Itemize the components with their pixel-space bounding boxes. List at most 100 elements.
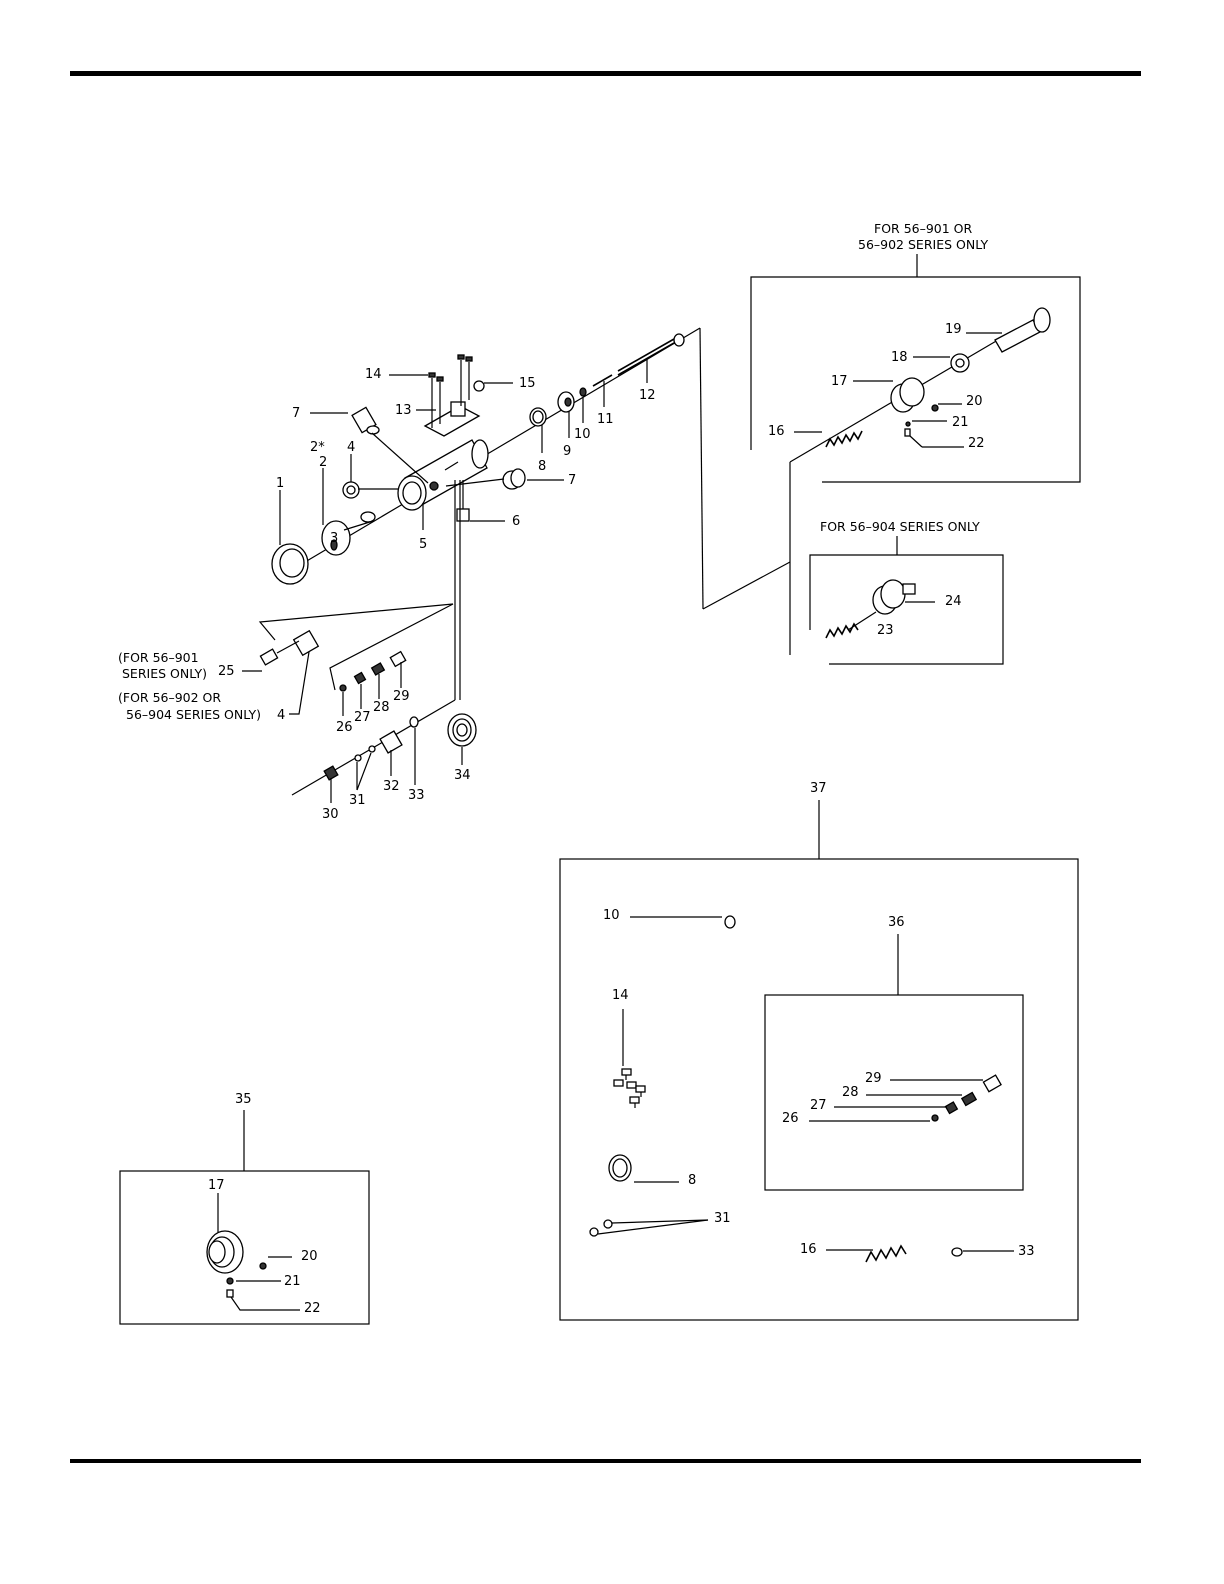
label-part-25: 25 xyxy=(218,664,235,679)
part-4-fitting xyxy=(343,482,359,498)
note-901-only-line2: SERIES ONLY) xyxy=(122,666,207,681)
label-part-28: 28 xyxy=(373,700,390,715)
label-inset-a-22: 22 xyxy=(968,436,985,451)
label-kit-37-33: 33 xyxy=(1018,1244,1035,1259)
part-10-o-ring xyxy=(580,388,586,396)
part-24-knob xyxy=(873,580,915,614)
label-part-29: 29 xyxy=(393,689,410,704)
label-part-9: 9 xyxy=(563,444,571,459)
kit-35-part-20-pin xyxy=(260,1263,266,1269)
label-part-32: 32 xyxy=(383,779,400,794)
adapter-group xyxy=(260,604,453,665)
note-904-line: FOR 56–904 SERIES ONLY xyxy=(820,519,980,534)
label-inset-a-21: 21 xyxy=(952,415,969,430)
label-inset-a-19: 19 xyxy=(945,322,962,337)
label-part-4: 4 xyxy=(347,440,355,455)
kit-36-title: 36 xyxy=(888,915,905,930)
note-902-904-line1: (FOR 56–902 OR xyxy=(118,690,221,705)
part-7-fitting-top xyxy=(352,407,379,434)
label-part-3: 3 xyxy=(330,531,338,546)
label-kit-37-14: 14 xyxy=(612,988,629,1003)
part-20-pin xyxy=(932,405,938,411)
part-13-bracket xyxy=(425,402,479,436)
label-kit-37-16: 16 xyxy=(800,1242,817,1257)
label-kit-37-8: 8 xyxy=(688,1173,696,1188)
kit-35: 35 17 20 21 22 xyxy=(120,1092,369,1324)
kit-35-part-21-ball xyxy=(227,1278,233,1284)
part-6-fitting xyxy=(457,480,469,521)
label-inset-a-18: 18 xyxy=(891,350,908,365)
label-part-2: 2 xyxy=(319,455,327,470)
inset-series-904: FOR 56–904 SERIES ONLY 23 24 xyxy=(810,519,1003,664)
kit-37-part-8-seal-ring xyxy=(609,1155,631,1181)
part-8-seal-ring xyxy=(530,408,546,426)
part-12-fluid-needle xyxy=(618,334,684,375)
part-15-screw xyxy=(474,381,484,391)
kit-35-part-17-knob xyxy=(207,1231,243,1273)
label-part-2star: 2* xyxy=(310,440,325,455)
label-kit-35-17: 17 xyxy=(208,1178,225,1193)
label-part-15: 15 xyxy=(519,376,536,391)
part-16-spring xyxy=(826,431,862,447)
label-kit-36-28: 28 xyxy=(842,1085,859,1100)
label-kit-37-10: 10 xyxy=(603,908,620,923)
label-part-10: 10 xyxy=(574,427,591,442)
label-kit-35-21: 21 xyxy=(284,1274,301,1289)
label-part-26: 26 xyxy=(336,720,353,735)
label-part-14: 14 xyxy=(365,367,382,382)
label-part-11: 11 xyxy=(597,412,614,427)
label-part-34: 34 xyxy=(454,768,471,783)
label-part-7-top: 7 xyxy=(292,406,300,421)
label-kit-35-20: 20 xyxy=(301,1249,318,1264)
kit-37-part-14-screws xyxy=(614,1069,645,1108)
note-901-902-line1: FOR 56–901 OR xyxy=(874,221,973,236)
part-5-gun-body xyxy=(398,440,488,510)
kit-37-part-33-o-ring xyxy=(952,1248,962,1256)
kit-36-part-29-plug xyxy=(983,1075,1001,1092)
note-902-904-line2: 56–904 SERIES ONLY) xyxy=(126,707,261,722)
kit-36: 36 26 27 28 29 xyxy=(765,915,1023,1190)
label-kit-37-31: 31 xyxy=(714,1211,731,1226)
label-part-12: 12 xyxy=(639,388,656,403)
part-3-nozzle xyxy=(361,512,375,522)
label-kit-36-27: 27 xyxy=(810,1098,827,1113)
label-part-13: 13 xyxy=(395,403,412,418)
top-rule xyxy=(70,71,1141,76)
part-1-retaining-ring xyxy=(272,544,308,584)
label-kit-36-26: 26 xyxy=(782,1111,799,1126)
label-part-1: 1 xyxy=(276,476,284,491)
part-17-knob xyxy=(891,378,924,412)
valve-group xyxy=(330,604,453,691)
kit-37-part-10-o-ring xyxy=(725,916,735,928)
part-34-hose-assembly xyxy=(292,480,476,795)
label-part-27: 27 xyxy=(354,710,371,725)
label-kit-35-22: 22 xyxy=(304,1301,321,1316)
label-part-6: 6 xyxy=(512,514,520,529)
kit-36-part-26-ball xyxy=(932,1115,938,1121)
part-9-packing-nut xyxy=(558,392,574,412)
part-22-set-screw xyxy=(905,429,910,436)
kit-37-part-16-spring xyxy=(866,1246,906,1262)
label-part-7-side: 7 xyxy=(568,473,576,488)
label-inset-a-17: 17 xyxy=(831,374,848,389)
note-901-902-line2: 56–902 SERIES ONLY xyxy=(858,237,988,252)
label-part-33: 33 xyxy=(408,788,425,803)
kit-35-title: 35 xyxy=(235,1092,252,1107)
bottom-rule xyxy=(70,1459,1141,1463)
kit-35-part-22-set-screw xyxy=(227,1290,233,1297)
kit-37-title: 37 xyxy=(810,781,827,796)
main-assembly: 1 2* 2 3 4 5 6 7 7 8 9 10 11 12 13 14 15… xyxy=(118,328,790,822)
note-901-only-line1: (FOR 56–901 xyxy=(118,650,199,665)
label-kit-36-29: 29 xyxy=(865,1071,882,1086)
label-part-31: 31 xyxy=(349,793,366,808)
part-7-fitting-side xyxy=(503,469,525,489)
label-inset-b-24: 24 xyxy=(945,594,962,609)
label-inset-a-20: 20 xyxy=(966,394,983,409)
kit-37: 37 10 14 8 xyxy=(560,781,1078,1320)
label-part-5: 5 xyxy=(419,537,427,552)
label-part-4-alt: 4 xyxy=(277,708,285,723)
part-19-adjusting-screw xyxy=(995,308,1050,352)
label-part-30: 30 xyxy=(322,807,339,822)
label-inset-b-23: 23 xyxy=(877,623,894,638)
